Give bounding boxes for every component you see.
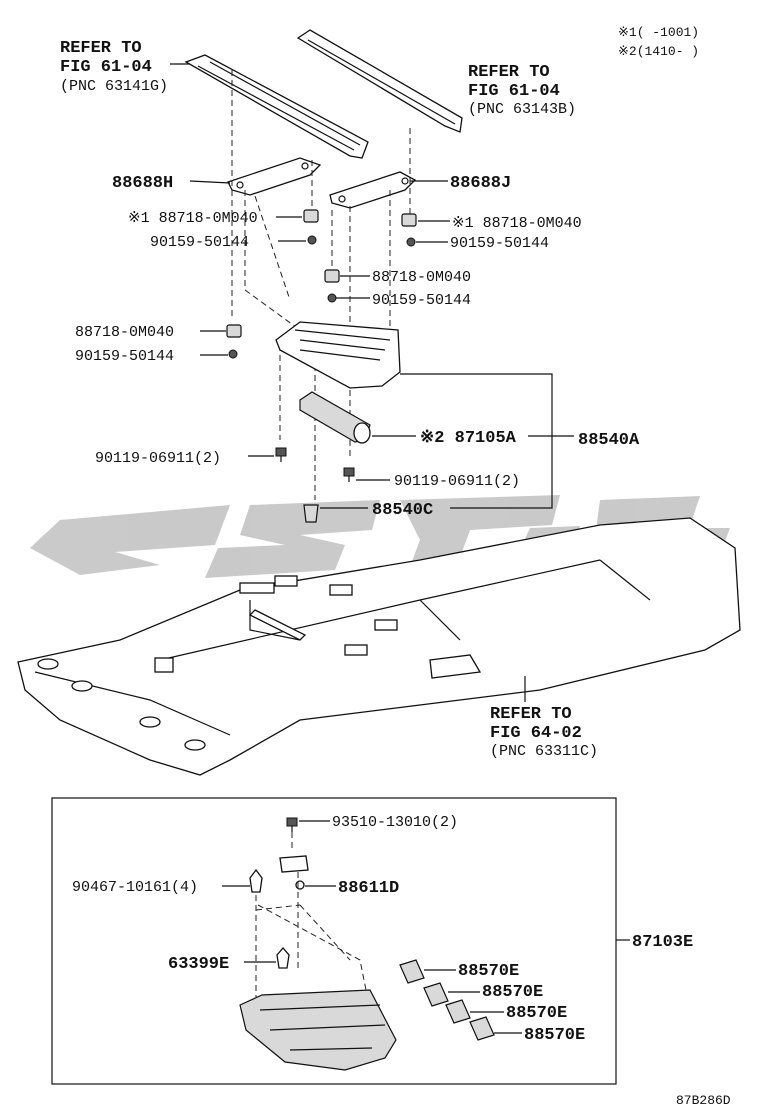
screw-90119-right <box>343 467 355 482</box>
label-93510: 93510-13010(2) <box>332 814 458 831</box>
label-88540c: 88540C <box>372 501 433 520</box>
clip-left-1 <box>303 209 319 223</box>
note-2: ※2(1410- ) <box>618 44 699 59</box>
label-63399e: 63399E <box>168 955 229 974</box>
label-88718-center: 88718-0M040 <box>372 269 471 286</box>
screw-right-1 <box>406 237 416 247</box>
label-87105a: ※2 87105A <box>420 429 517 448</box>
cap-63399e <box>276 947 290 969</box>
note-1: ※1( -1001) <box>618 25 699 40</box>
overhead-console-base <box>239 989 397 1071</box>
screw-93510 <box>286 817 298 832</box>
label-88718-left-1: ※1 88718-0M040 <box>128 210 258 227</box>
label-90119-left: 90119-06911(2) <box>95 450 221 467</box>
roof-rail-left <box>184 54 369 159</box>
clip-88611d <box>279 855 309 890</box>
switch-88570e-2 <box>423 982 449 1007</box>
ref-right-line1: REFER TO <box>468 63 550 82</box>
ref-right-line2: FIG 61-04 <box>468 82 560 101</box>
label-88718-right-1: ※1 88718-0M040 <box>452 215 582 232</box>
roof-rail-right <box>296 29 463 133</box>
ref-left-line1: REFER TO <box>60 39 142 58</box>
clip-90467 <box>249 868 263 893</box>
switch-88570e-1 <box>399 959 425 984</box>
label-88688h: 88688H <box>112 174 173 193</box>
label-90159-left-2: 90159-50144 <box>75 348 174 365</box>
lamp-bulb-87105a <box>299 391 371 444</box>
ref-head-line1: REFER TO <box>490 705 572 724</box>
inset-frame-87103e <box>51 797 617 1085</box>
switch-88570e-3 <box>445 999 471 1024</box>
screw-left-1 <box>307 235 317 245</box>
label-88688j: 88688J <box>450 174 511 193</box>
label-90159-left-1: 90159-50144 <box>150 234 249 251</box>
label-88570e-1: 88570E <box>458 962 519 981</box>
label-88570e-3: 88570E <box>506 1004 567 1023</box>
bracket-88688j <box>329 171 417 209</box>
label-90159-center: 90159-50144 <box>372 292 471 309</box>
screw-center <box>327 293 337 303</box>
label-90119-right: 90119-06911(2) <box>394 473 520 490</box>
label-88570e-4: 88570E <box>524 1026 585 1045</box>
ref-left-line2: FIG 61-04 <box>60 58 152 77</box>
guide-lines-inset <box>255 832 371 1020</box>
screw-left-2 <box>228 349 238 359</box>
ref-left-line3: (PNC 63141G) <box>60 78 168 95</box>
label-88611d: 88611D <box>338 879 399 898</box>
bracket-88688h <box>227 157 322 196</box>
label-88540a: 88540A <box>578 431 640 450</box>
ref-right-line3: (PNC 63143B) <box>468 101 576 118</box>
clip-left-2 <box>226 324 242 338</box>
ref-head-line3: (PNC 63311C) <box>490 743 598 760</box>
clip-center <box>324 269 340 283</box>
clip-right-1 <box>401 213 417 227</box>
bracket-88540a <box>400 373 574 509</box>
label-87103e: 87103E <box>632 933 693 952</box>
room-lamp-housing <box>275 321 401 389</box>
fuse-88540c <box>303 504 319 523</box>
ref-head-line2: FIG 64-02 <box>490 724 582 743</box>
diagram-id: 87B286D <box>676 1093 731 1108</box>
label-88570e-2: 88570E <box>482 983 543 1002</box>
label-88718-left-2: 88718-0M040 <box>75 324 174 341</box>
label-90467: 90467-10161(4) <box>72 879 198 896</box>
label-90159-right-1: 90159-50144 <box>450 235 549 252</box>
switch-88570e-4 <box>469 1016 495 1041</box>
roof-headliner <box>17 517 741 776</box>
screw-90119-left <box>275 447 287 462</box>
